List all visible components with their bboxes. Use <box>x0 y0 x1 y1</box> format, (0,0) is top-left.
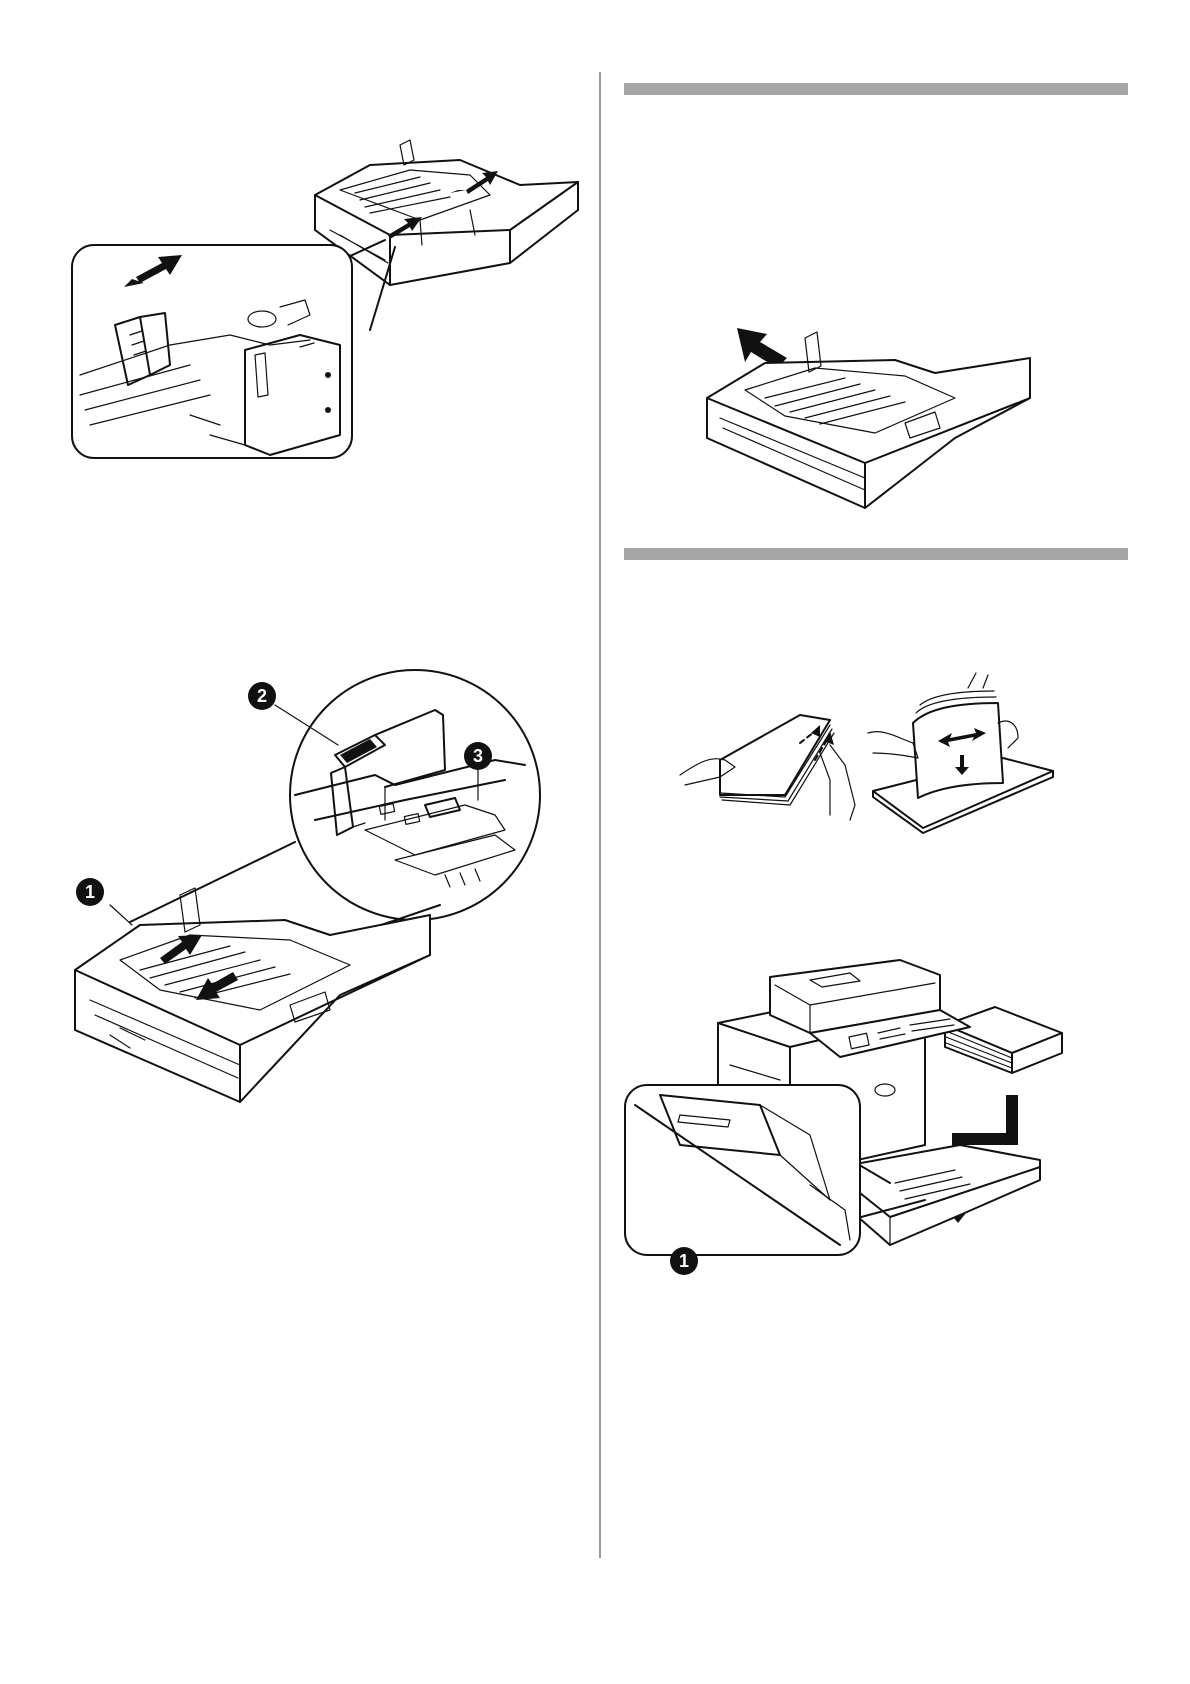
tray-pull-illustration <box>705 328 1035 518</box>
callout-3-paper-stopper: 3 <box>464 742 492 770</box>
callout-1-tray: 1 <box>76 878 104 906</box>
fan-paper-hands <box>680 705 865 820</box>
printer-illustration <box>700 955 1070 1300</box>
align-paper-stack <box>868 683 1058 833</box>
callout-1-paper-level-indicator: 1 <box>670 1247 698 1275</box>
callout-2-width-guide: 2 <box>248 682 276 710</box>
